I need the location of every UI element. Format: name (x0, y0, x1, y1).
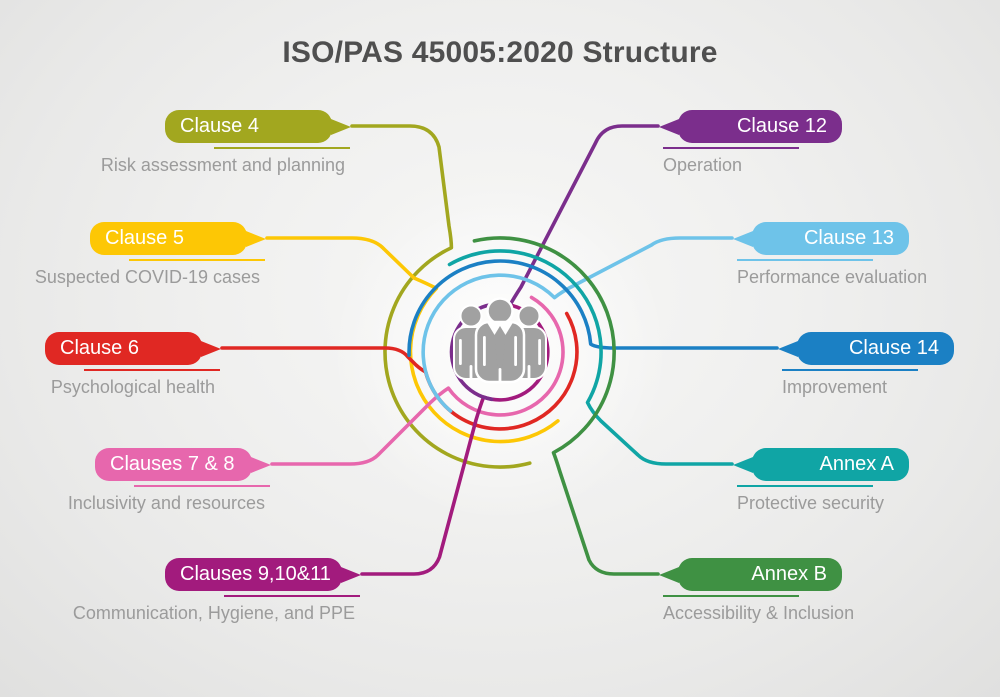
annex-a-underline (737, 485, 873, 487)
node-clause-6: Clause 6 Psychological health (45, 332, 221, 397)
node-annex-a: Annex A Protective security (733, 448, 909, 513)
annex-b-label: Annex B (751, 563, 827, 585)
clause-6-pill: Clause 6 (45, 332, 221, 365)
clause-12-underline (663, 147, 799, 149)
connector-clause-14 (407, 259, 779, 357)
clause-14-label: Clause 14 (848, 337, 939, 359)
clause-5-label: Clause 5 (105, 227, 184, 249)
people-group-icon (453, 297, 547, 384)
clause-14-underline (782, 369, 918, 371)
page-title: ISO/PAS 45005:2020 Structure (282, 36, 718, 69)
clause-5-pill: Clause 5 (90, 222, 266, 255)
node-clauses-9-10-11: Clauses 9,10&11 Communication, Hygiene, … (73, 558, 361, 623)
clauses-7-8-pill: Clauses 7 & 8 (95, 448, 271, 481)
node-clause-12: Clause 12 Operation (659, 110, 842, 175)
clause-4-pill: Clause 4 (165, 110, 351, 143)
node-clause-13: Clause 13 Performance evaluation (733, 222, 927, 287)
clause-4-tongue (331, 118, 351, 135)
clause-6-tongue (201, 340, 221, 357)
connector-clause-4 (350, 124, 532, 469)
annex-b-pill: Annex B (659, 558, 842, 591)
clause-13-tongue (733, 230, 753, 247)
clauses-7-8-label: Clauses 7 & 8 (110, 453, 235, 475)
annex-b-tongue (659, 566, 679, 583)
clause-6-label: Clause 6 (60, 337, 139, 359)
node-clause-4: Clause 4 Risk assessment and planning (101, 110, 351, 175)
connector-annex-b (472, 236, 660, 576)
clauses-7-8-underline (134, 485, 270, 487)
clause-6-caption: Psychological health (50, 377, 215, 397)
clause-13-underline (737, 259, 873, 261)
clause-4-underline (214, 147, 350, 149)
annex-a-label: Annex A (819, 453, 894, 475)
annex-a-caption: Protective security (737, 493, 885, 513)
clauses-7-8-caption: Inclusivity and resources (67, 493, 265, 513)
clauses-9-10-11-tongue (341, 566, 361, 583)
clause-14-tongue (778, 340, 798, 357)
clauses-9-10-11-underline (224, 595, 360, 597)
clause-12-pill: Clause 12 (659, 110, 842, 143)
annex-a-tongue (733, 456, 753, 473)
clause-14-caption: Improvement (782, 377, 888, 397)
clause-13-label: Clause 13 (803, 227, 894, 249)
clause-14-pill: Clause 14 (778, 332, 954, 365)
node-clause-14: Clause 14 Improvement (778, 332, 954, 397)
clause-4-caption: Risk assessment and planning (100, 155, 345, 175)
clauses-7-8-tongue (251, 456, 271, 473)
connector-clause-6 (220, 311, 579, 431)
node-clause-5: Clause 5 Suspected COVID-19 cases (35, 222, 266, 287)
clause-12-label: Clause 12 (736, 115, 827, 137)
annex-a-pill: Annex A (733, 448, 909, 481)
node-annex-b: Annex B Accessibility & Inclusion (659, 558, 854, 623)
clause-6-underline (84, 369, 220, 371)
annex-b-underline (663, 595, 799, 597)
clause-4-label: Clause 4 (180, 115, 259, 137)
clause-13-caption: Performance evaluation (737, 267, 928, 287)
clause-5-underline (129, 259, 265, 261)
clause-5-tongue (246, 230, 266, 247)
connector-clause-13 (421, 236, 734, 413)
clauses-9-10-11-pill: Clauses 9,10&11 (165, 558, 361, 591)
clauses-9-10-11-caption: Communication, Hygiene, and PPE (72, 603, 355, 623)
clause-12-tongue (659, 118, 679, 135)
annex-b-caption: Accessibility & Inclusion (663, 603, 855, 623)
clause-12-caption: Operation (663, 155, 743, 175)
connector-clauses-7-8 (270, 295, 565, 466)
node-clauses-7-8: Clauses 7 & 8 Inclusivity and resources (68, 448, 271, 513)
connector-annex-a (447, 249, 734, 466)
clauses-9-10-11-label: Clauses 9,10&11 (180, 563, 331, 585)
clause-13-pill: Clause 13 (733, 222, 909, 255)
clause-5-caption: Suspected COVID-19 cases (34, 267, 260, 287)
